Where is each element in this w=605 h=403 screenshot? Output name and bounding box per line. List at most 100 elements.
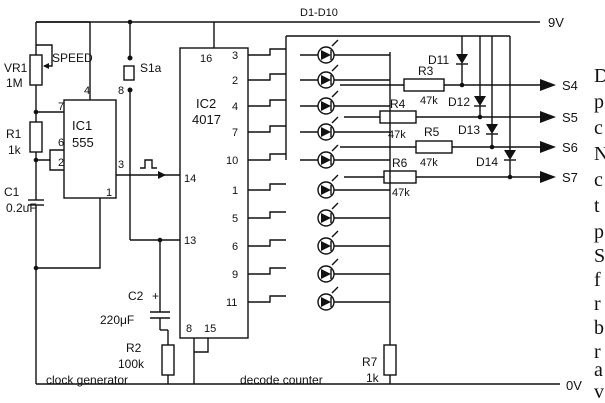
r4-value: 47k bbox=[388, 129, 406, 141]
r3-resistor: R3 47k bbox=[403, 64, 445, 107]
clock-signal-line bbox=[116, 159, 180, 179]
r2-value: 100k bbox=[118, 357, 145, 371]
ic1-pin-3: 3 bbox=[118, 159, 124, 171]
r1-ref: R1 bbox=[6, 127, 22, 141]
ic2-pin-14: 14 bbox=[184, 173, 196, 185]
c2-polarity: + bbox=[152, 289, 159, 303]
r2-ref: R2 bbox=[126, 341, 142, 355]
ic1-pin-8: 8 bbox=[118, 85, 124, 97]
ic1-part: 555 bbox=[72, 135, 94, 150]
signal-s7: S7 bbox=[540, 170, 578, 185]
ic1-pin-4: 4 bbox=[84, 85, 90, 97]
caption-decode-counter: decode counter bbox=[240, 373, 323, 387]
ic2-output-pin-label: 11 bbox=[226, 297, 237, 309]
c2-capacitor: + C2 220μF bbox=[100, 240, 170, 330]
c1-capacitor: C1 0.2uF bbox=[4, 185, 44, 384]
r7-value: 1k bbox=[366, 371, 380, 385]
ic1-pin-7: 7 bbox=[58, 101, 64, 113]
c1-value: 0.2uF bbox=[6, 201, 37, 215]
side-text-char: c bbox=[594, 117, 603, 139]
ic2-output-pin-label: 10 bbox=[226, 155, 238, 167]
side-text-char: t bbox=[594, 195, 600, 217]
d12-label: D12 bbox=[448, 95, 470, 109]
output-row: 2 bbox=[232, 64, 390, 89]
r3-value: 47k bbox=[420, 95, 438, 107]
ic2-pin-8: 8 bbox=[186, 323, 192, 335]
r6-resistor: R6 47k bbox=[383, 156, 417, 199]
r5-ref: R5 bbox=[424, 125, 440, 139]
ic1-pin-1: 1 bbox=[106, 187, 112, 199]
vr1-name: SPEED bbox=[52, 51, 93, 65]
r6-ref: R6 bbox=[392, 156, 408, 170]
ic2-output-pin-label: 1 bbox=[232, 185, 238, 197]
ic2-pin-15: 15 bbox=[204, 323, 216, 335]
c1-ref: C1 bbox=[4, 185, 20, 199]
rail-9v-label: 9V bbox=[548, 15, 564, 30]
ic2-4017-counter: IC2 4017 16 14 13 8 15 bbox=[179, 47, 249, 339]
output-row: 5 bbox=[232, 202, 390, 227]
r1-value: 1k bbox=[8, 143, 22, 157]
r7-ref: R7 bbox=[362, 355, 378, 369]
r6-value: 47k bbox=[392, 187, 410, 199]
signal-s5: S5 bbox=[540, 110, 578, 125]
ic2-part: 4017 bbox=[192, 112, 221, 127]
ic2-output-pin-label: 2 bbox=[232, 75, 238, 87]
output-row: 3 bbox=[232, 39, 390, 64]
vr1-potentiometer: VR1 1M SPEED bbox=[4, 22, 93, 112]
side-text-char: r bbox=[594, 341, 601, 363]
signal-s6: S6 bbox=[540, 140, 578, 155]
r3-ref: R3 bbox=[418, 64, 434, 78]
ic2-output-pin-label: 4 bbox=[232, 101, 238, 113]
vr1-value: 1M bbox=[6, 76, 23, 90]
output-row: 4 bbox=[232, 90, 390, 115]
ic1-ref: IC1 bbox=[72, 118, 92, 133]
side-text-char: c bbox=[594, 169, 603, 191]
r5-resistor: R5 47k bbox=[415, 125, 453, 169]
r4-ref: R4 bbox=[390, 97, 406, 111]
rail-0v-label: 0V bbox=[566, 378, 582, 393]
c2-ref: C2 bbox=[128, 289, 144, 303]
ic2-pin-16: 16 bbox=[200, 53, 212, 65]
output-row: 1 bbox=[232, 174, 390, 199]
r2-resistor: R2 100k bbox=[118, 329, 175, 384]
rail-9v: 9V bbox=[36, 15, 564, 30]
signal-s4: S4 bbox=[540, 78, 578, 93]
s1a-switch: S1a bbox=[123, 22, 162, 240]
rail-0v: 0V bbox=[36, 378, 582, 393]
side-text-char: f bbox=[594, 269, 601, 291]
ic2-output-pin-label: 9 bbox=[232, 269, 238, 281]
side-text-char: a bbox=[594, 359, 603, 381]
signal-s7-label: S7 bbox=[562, 170, 578, 185]
ic1-555-timer: IC1 555 4 8 7 6 2 3 1 bbox=[58, 85, 124, 199]
signal-s4-label: S4 bbox=[562, 78, 578, 93]
side-text-char: v bbox=[594, 381, 604, 403]
ic2-ref: IC2 bbox=[196, 96, 216, 111]
s1a-ref: S1a bbox=[140, 61, 162, 75]
side-text-char: p bbox=[594, 91, 604, 113]
output-row: 10 bbox=[226, 144, 390, 169]
side-text-char: N bbox=[594, 143, 605, 165]
c2-value: 220μF bbox=[100, 313, 134, 327]
signal-s5-label: S5 bbox=[562, 110, 578, 125]
d13-label: D13 bbox=[458, 123, 480, 137]
ic1-pin-6: 6 bbox=[58, 137, 64, 149]
d11-label: D11 bbox=[428, 53, 449, 67]
side-text-char: S bbox=[594, 245, 605, 267]
ic2-output-pin-label: 5 bbox=[232, 213, 238, 225]
output-row: 11 bbox=[226, 286, 390, 311]
signal-s6-label: S6 bbox=[562, 140, 578, 155]
caption-clock-generator: clock generator bbox=[46, 373, 128, 387]
ic1-pin-2: 2 bbox=[58, 157, 64, 169]
side-text-char: b bbox=[594, 317, 604, 339]
side-text-char: D bbox=[594, 65, 605, 87]
r1-resistor: R1 1k bbox=[6, 112, 43, 200]
r5-value: 47k bbox=[420, 157, 438, 169]
side-text-char: p bbox=[594, 221, 604, 243]
vr1-ref: VR1 bbox=[4, 61, 28, 75]
r4-resistor: R4 47k bbox=[379, 97, 417, 141]
output-row: 7 bbox=[232, 116, 390, 141]
